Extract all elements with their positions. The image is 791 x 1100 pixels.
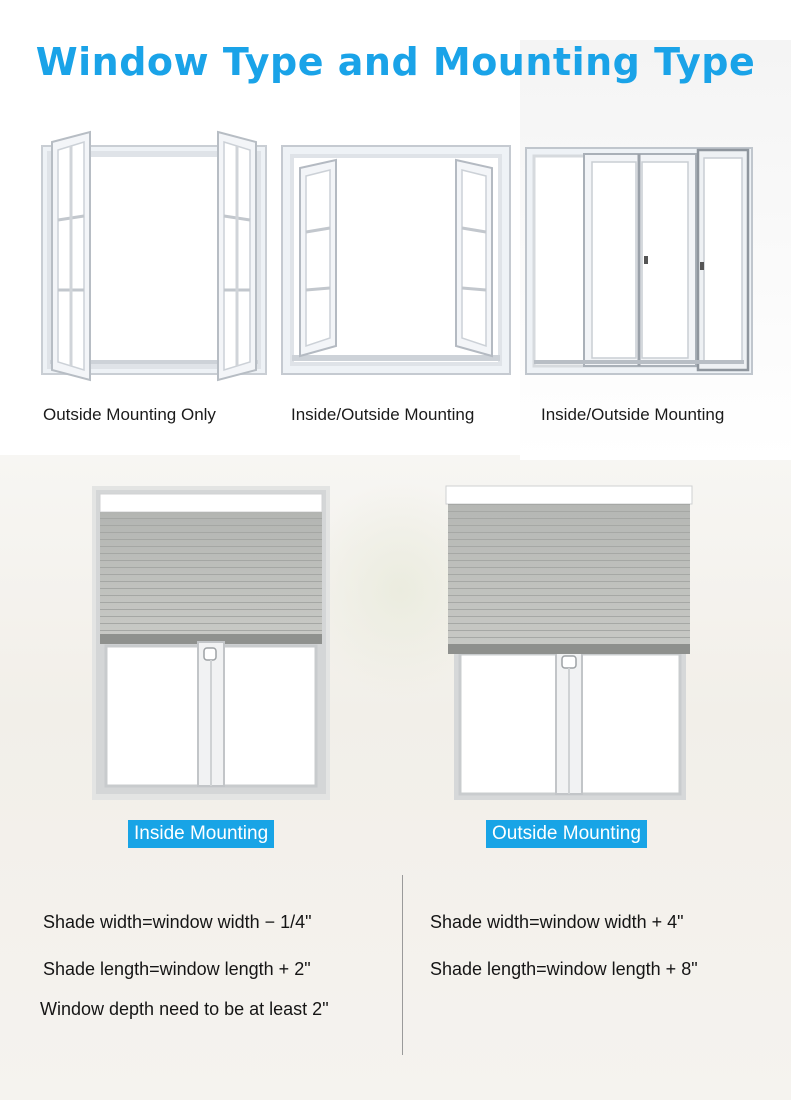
outside-spec-length: Shade length=window length + 8" [430,959,698,979]
inside-spec-length: Shade length=window length + 2" [43,959,311,979]
window-type-caption-3: Inside/Outside Mounting [541,405,725,424]
inside-mounting-illustration [92,486,330,800]
outside-spec-width: Shade width=window width + 4" [430,912,684,932]
framed-casement-window-icon [281,145,511,375]
page-title: Window Type and Mounting Type [35,40,756,84]
casement-window-open-icon [41,130,267,382]
outside-mounting-illustration [445,485,693,800]
window-type-caption-1: Outside Mounting Only [43,405,216,424]
window-type-caption-2: Inside/Outside Mounting [291,405,475,424]
inside-mounting-badge: Inside Mounting [128,820,275,848]
sliding-window-icon [525,147,753,375]
outside-mounting-badge: Outside Mounting [486,820,647,848]
column-divider [402,875,403,1055]
inside-spec-depth: Window depth need to be at least 2" [40,999,329,1019]
inside-spec-width: Shade width=window width − 1/4" [43,912,312,932]
